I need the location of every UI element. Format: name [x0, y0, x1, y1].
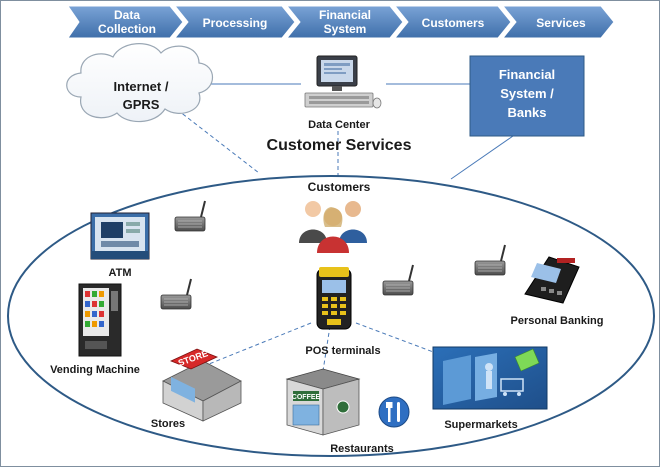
process-step-label: Customers [422, 16, 485, 30]
personal-banking-router-icon [474, 244, 506, 276]
process-step-processing [173, 5, 296, 39]
atm-icon [90, 212, 150, 260]
process-step-label: Financial [319, 8, 371, 22]
node-label-stores: Stores [151, 418, 185, 430]
process-step-label: Collection [98, 22, 156, 36]
coffee-sign: COFFEE [292, 394, 321, 401]
customer-services-ellipse [7, 175, 655, 457]
process-step-financial-system [285, 5, 404, 39]
node-label-atm: ATM [108, 267, 131, 279]
store-icon: STORE [162, 348, 242, 422]
pos-router-icon [382, 264, 414, 296]
node-label-personal-banking: Personal Banking [511, 315, 604, 327]
bank-box-label: Banks [507, 105, 546, 120]
atm-router-icon [174, 200, 206, 232]
internet-gprs-cloud: Internet / GPRS [66, 43, 214, 123]
process-step-label: Services [536, 16, 586, 30]
process-step-services [501, 5, 615, 39]
vending-machine-icon [78, 283, 122, 357]
node-label-vending: Vending Machine [50, 364, 140, 376]
data-center-computer-icon [304, 55, 382, 109]
data-center-label: Data Center [308, 119, 370, 131]
process-step-data-collection [67, 5, 184, 39]
pos-terminal-icon [316, 267, 352, 330]
financial-system-banks-box: Financial System / Banks [469, 55, 585, 137]
customers-label: Customers [308, 180, 371, 194]
cloud-label: GPRS [123, 97, 160, 112]
process-bar: Data Collection Processing Financial Sys… [67, 5, 615, 39]
bank-box-label: System / [500, 86, 554, 101]
process-step-customers [393, 5, 512, 39]
cloud-label: Internet / [114, 79, 169, 94]
node-label-pos: POS terminals [305, 345, 380, 357]
vending-router-icon [160, 278, 192, 310]
connection-lines [165, 83, 514, 372]
process-step-label: Data [114, 8, 140, 22]
supermarket-icon [432, 346, 548, 410]
node-label-supermarkets: Supermarkets [444, 419, 517, 431]
node-label-restaurants: Restaurants [330, 443, 394, 455]
process-step-label: Processing [203, 16, 268, 30]
restaurant-icon: COFFEE [285, 368, 361, 436]
cutlery-icon [378, 396, 410, 428]
process-step-label: System [324, 22, 367, 36]
customers-people-icon [299, 201, 367, 253]
diagram-title: Customer Services [267, 137, 412, 154]
card-reader-icon [524, 256, 580, 304]
bank-box-label: Financial [499, 67, 555, 82]
